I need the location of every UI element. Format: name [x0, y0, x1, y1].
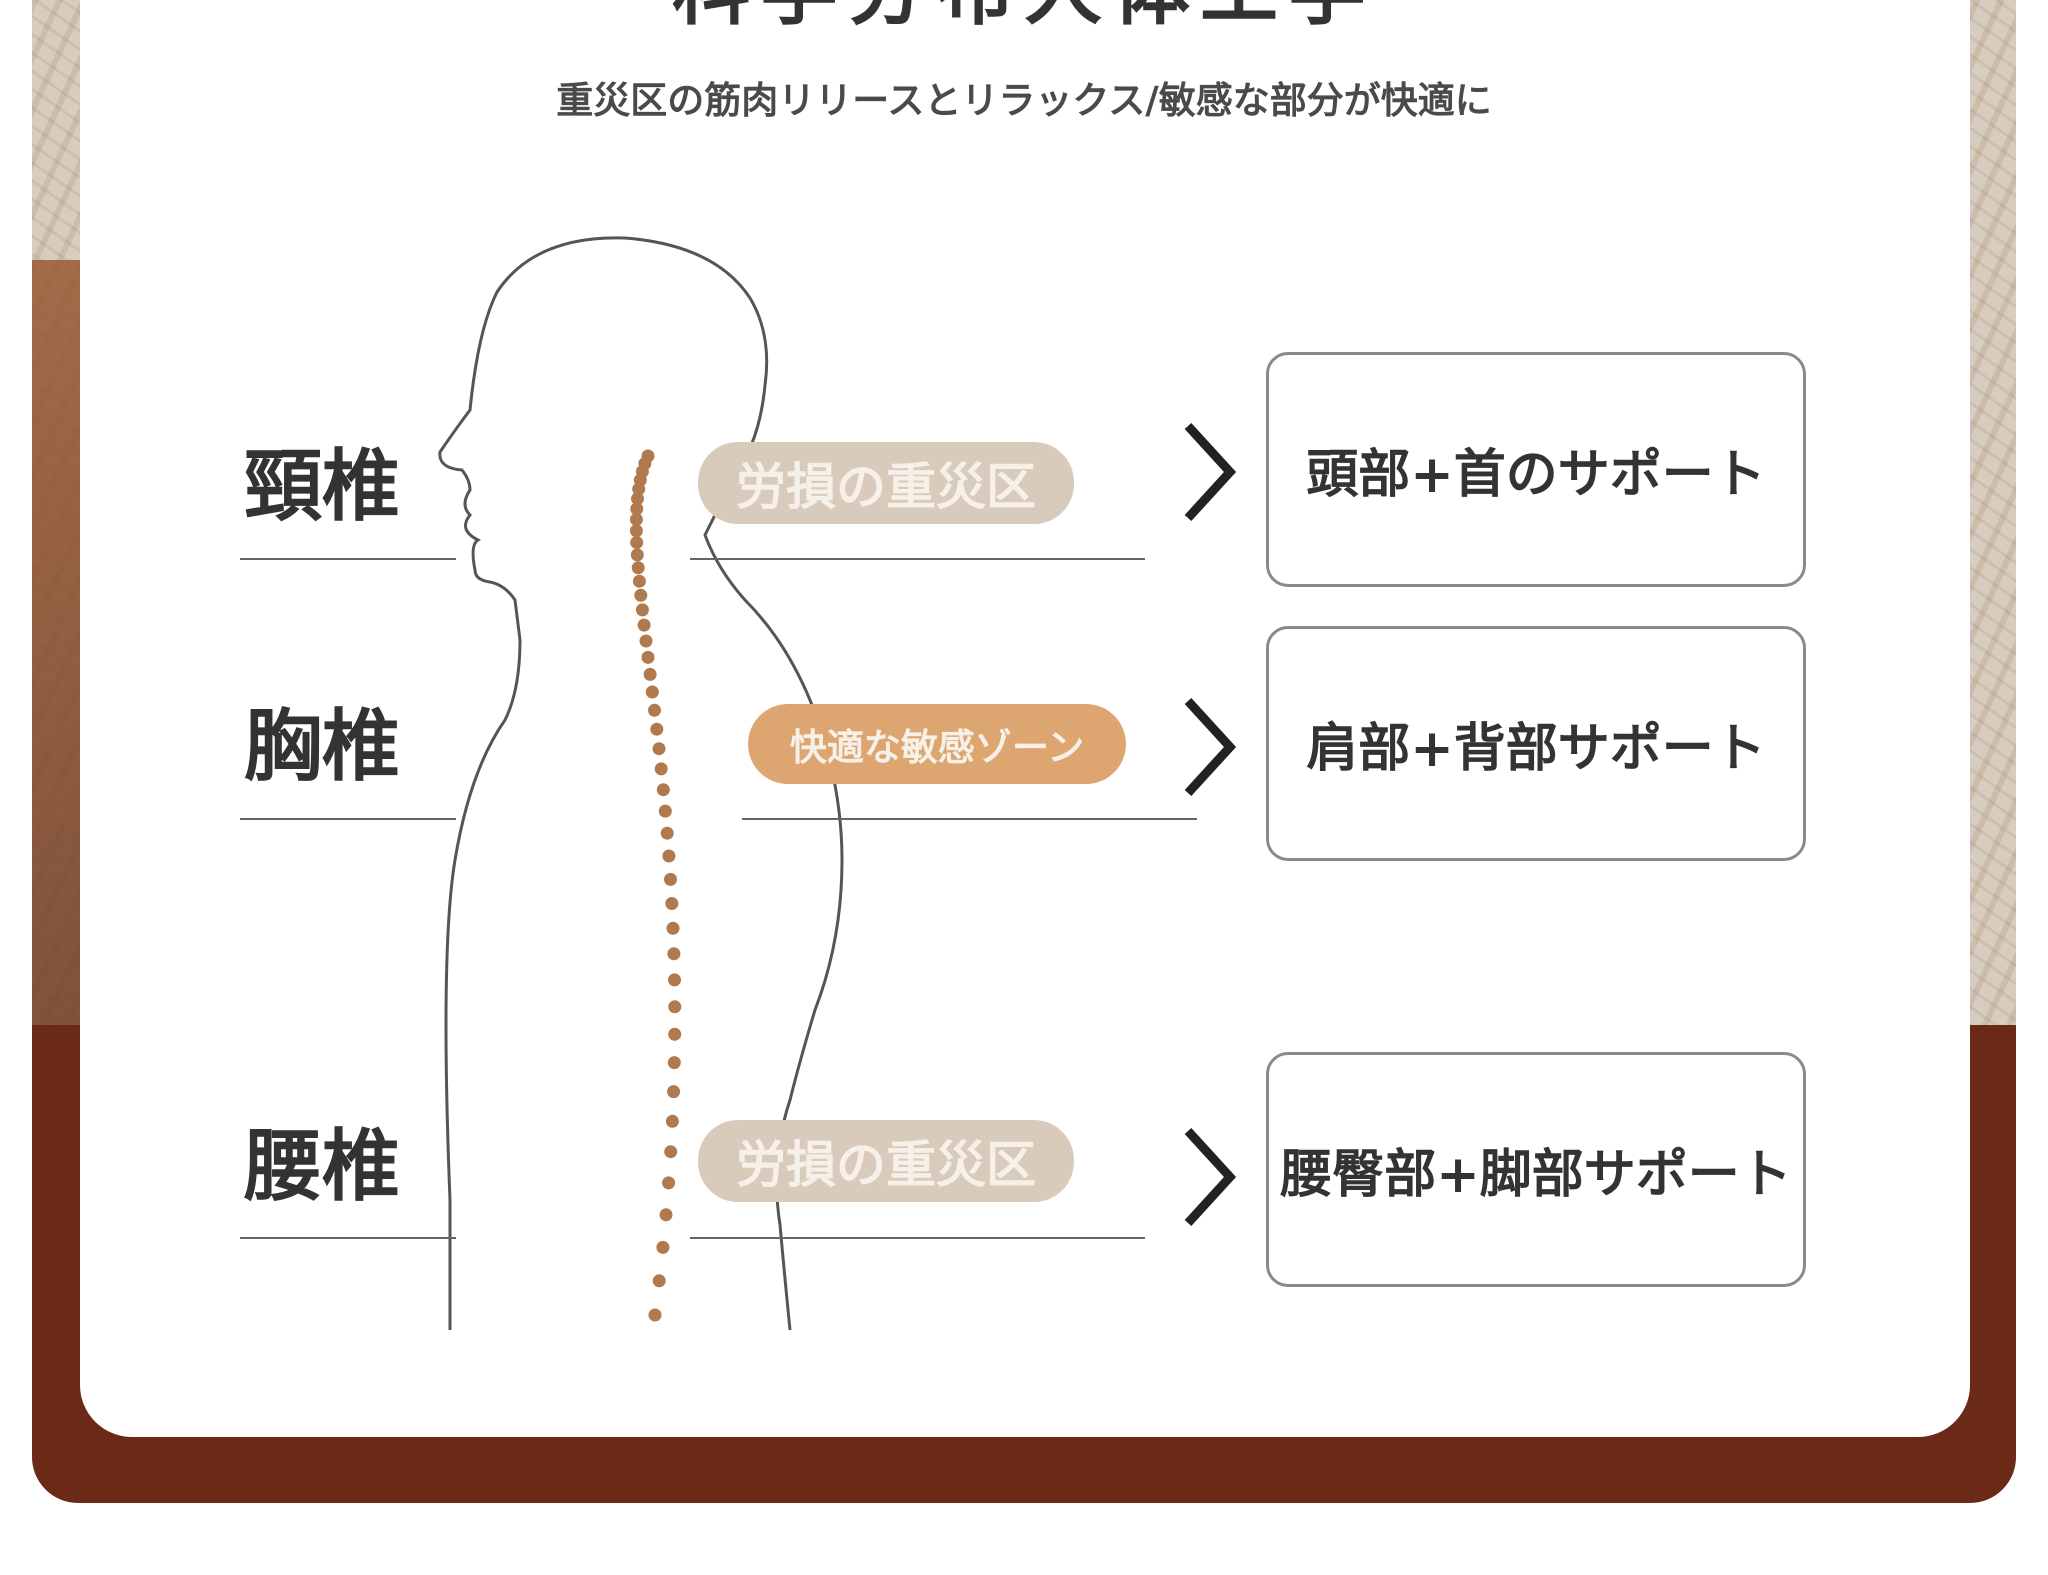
spine-dot	[664, 872, 677, 886]
spine-dot	[637, 618, 651, 632]
spine-dot	[630, 536, 644, 549]
spine-dot	[652, 1274, 666, 1288]
spine-dot	[648, 1308, 662, 1322]
pill-lumbar: 労損の重災区	[698, 1120, 1074, 1202]
spine-dot	[667, 947, 681, 961]
chevron-right-icon	[1184, 1127, 1237, 1227]
underline-lumbar-right	[690, 1237, 1145, 1239]
page-subtitle: 重災区の筋肉リリースとリラックス/敏感な部分が快適に	[556, 79, 1492, 122]
spine-dot	[665, 1114, 679, 1128]
underline-lumbar-left	[240, 1237, 456, 1239]
spine-dot	[632, 482, 646, 496]
spine-dot	[665, 897, 679, 910]
pill-cervical: 労損の重災区	[698, 442, 1074, 524]
spine-dot	[667, 1056, 681, 1070]
underline-thoracic-right	[742, 818, 1197, 820]
spine-dot	[639, 634, 653, 648]
spine-dot	[667, 1085, 681, 1099]
spine-dot	[635, 603, 649, 617]
spine-dot	[654, 762, 668, 776]
spine-dot	[668, 1000, 682, 1014]
spine-dot	[659, 1208, 673, 1222]
underline-thoracic-left	[240, 818, 456, 820]
spine-dot	[634, 588, 648, 602]
spine-dot	[632, 574, 646, 588]
spine-dot	[631, 492, 644, 506]
spine-dot	[630, 502, 644, 516]
support-box-head-neck: 頭部+首のサポート	[1266, 352, 1806, 587]
spine-dot	[641, 650, 655, 664]
spine-dot	[629, 513, 643, 526]
spine-dot	[660, 826, 674, 840]
spine-dot	[656, 1240, 670, 1254]
label-thoracic: 胸椎	[244, 702, 401, 792]
spine-dot	[664, 1145, 678, 1159]
spine-dot	[643, 667, 657, 681]
pill-thoracic: 快適な敏感ゾーン	[748, 704, 1126, 784]
spine-dot	[629, 524, 643, 538]
label-cervical: 頸椎	[244, 442, 401, 532]
support-box-shoulder-back: 肩部+背部サポート	[1266, 626, 1806, 861]
body-outline	[438, 236, 844, 1331]
spine-dot	[658, 804, 672, 818]
spine-dot	[666, 921, 680, 935]
spine-dot	[631, 561, 645, 575]
support-box-waist-leg: 腰臀部+脚部サポート	[1266, 1052, 1806, 1287]
spine-dot	[630, 548, 644, 562]
spine-dot	[656, 783, 670, 797]
spine-dot	[652, 742, 666, 756]
spine-dot	[668, 973, 681, 987]
spine-dot	[645, 685, 659, 699]
chevron-right-icon	[1184, 422, 1237, 522]
underline-cervical-left	[240, 558, 456, 560]
spine-dot	[650, 722, 664, 736]
underline-cervical-right	[690, 558, 1145, 560]
label-lumbar: 腰椎	[244, 1122, 401, 1212]
spine-dot	[662, 849, 676, 863]
spine-dot	[662, 1176, 676, 1190]
chevron-right-icon	[1184, 697, 1237, 797]
spine-dot	[648, 703, 661, 717]
page-title: 科学分布人体工学	[0, 0, 2048, 30]
spine-dot	[668, 1027, 682, 1041]
spine-dots	[629, 449, 682, 1322]
